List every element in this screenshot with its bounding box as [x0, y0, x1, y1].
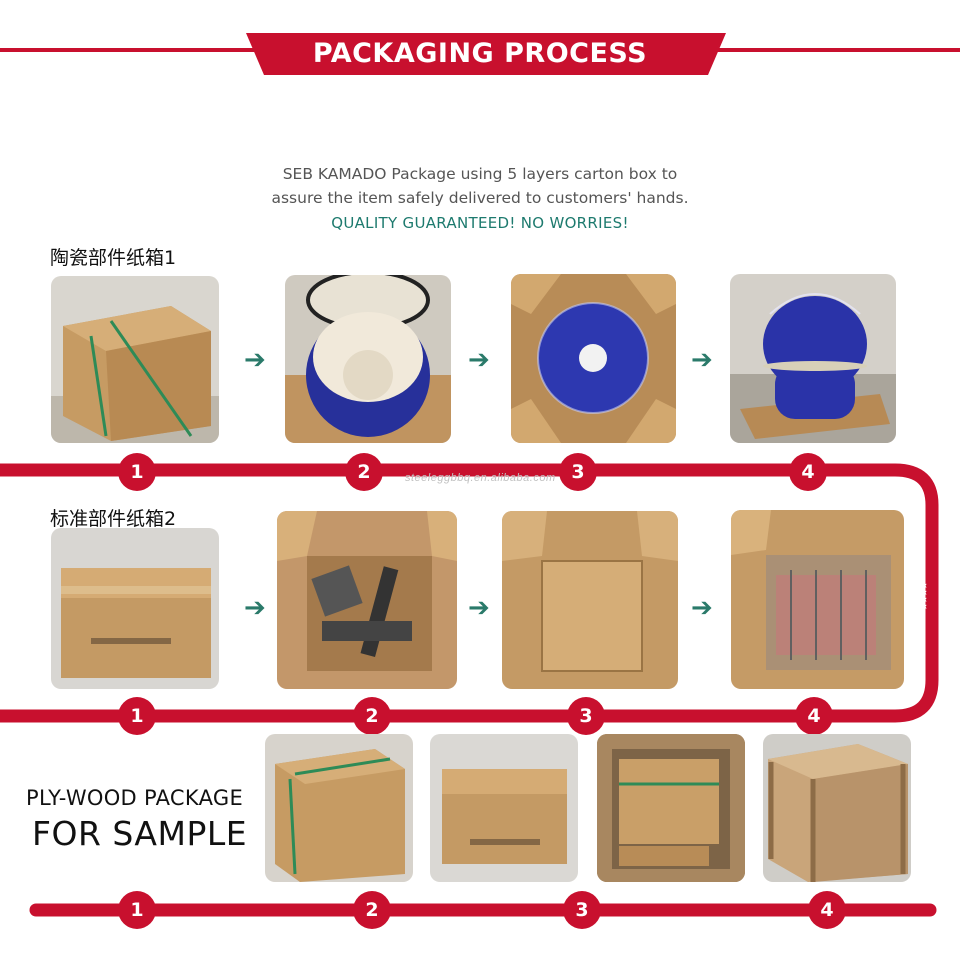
step-badge-3: 3 [561, 455, 595, 489]
plywood-title-line-1: PLY-WOOD PACKAGE [26, 786, 244, 810]
arrow-right-icon: ➔ [244, 592, 266, 622]
photo-row2-step4-grate-wrapped [731, 510, 904, 689]
step-badge-4: 4 [810, 893, 844, 927]
arrow-right-icon: ➔ [691, 344, 713, 374]
quality-tagline: QUALITY GUARANTEED! NO WORRIES! [331, 214, 629, 232]
photo-row1-step3-ceramic-top-view [511, 274, 676, 443]
arrow-right-icon: ➔ [691, 592, 713, 622]
plywood-title-line-2: FOR SAMPLE [32, 814, 248, 853]
photo-row1-step1-sealed-carton [51, 276, 219, 443]
arrow-right-icon: ➔ [468, 592, 490, 622]
arrow-right-icon: ➔ [468, 344, 490, 374]
step-badge-2: 2 [347, 455, 381, 489]
row-2-label: 标准部件纸箱2 [50, 508, 177, 530]
page-title: PACKAGING PROCESS [312, 38, 648, 69]
photo-plywood-step2-carton [430, 734, 578, 882]
step-badge-4: 4 [791, 455, 825, 489]
header-banner [246, 33, 726, 75]
step-badge-2: 2 [355, 699, 389, 733]
step-badge-2: 2 [355, 893, 389, 927]
intro-line-2: assure the item safely delivered to cust… [271, 189, 689, 207]
step-badge-1: 1 [120, 455, 154, 489]
photo-row1-step2-ceramic-in-box [285, 275, 451, 443]
photo-row2-step2-parts-in-carton [277, 511, 457, 689]
photo-plywood-step3-crate-open [597, 734, 745, 882]
arrow-right-icon: ➔ [244, 344, 266, 374]
row-1-label: 陶瓷部件纸箱1 [50, 247, 177, 269]
photo-row2-step3-inner-box [502, 511, 678, 689]
photo-plywood-step4-sealed-crate [763, 734, 911, 882]
step-badge-1: 1 [120, 893, 154, 927]
step-badge-4: 4 [797, 699, 831, 733]
intro-line-1: SEB KAMADO Package using 5 layers carton… [282, 165, 678, 183]
photo-row2-step1-closed-carton [51, 528, 219, 689]
watermark: steeleggbbq.en.alibaba.com [405, 472, 556, 484]
photo-row1-step4-wrapped-grill [730, 274, 896, 443]
chevron-down-icon: ‹‹‹‹ [924, 580, 927, 611]
photo-plywood-step1-carton [265, 734, 413, 882]
step-badge-1: 1 [120, 699, 154, 733]
step-badge-3: 3 [569, 699, 603, 733]
step-badge-3: 3 [565, 893, 599, 927]
